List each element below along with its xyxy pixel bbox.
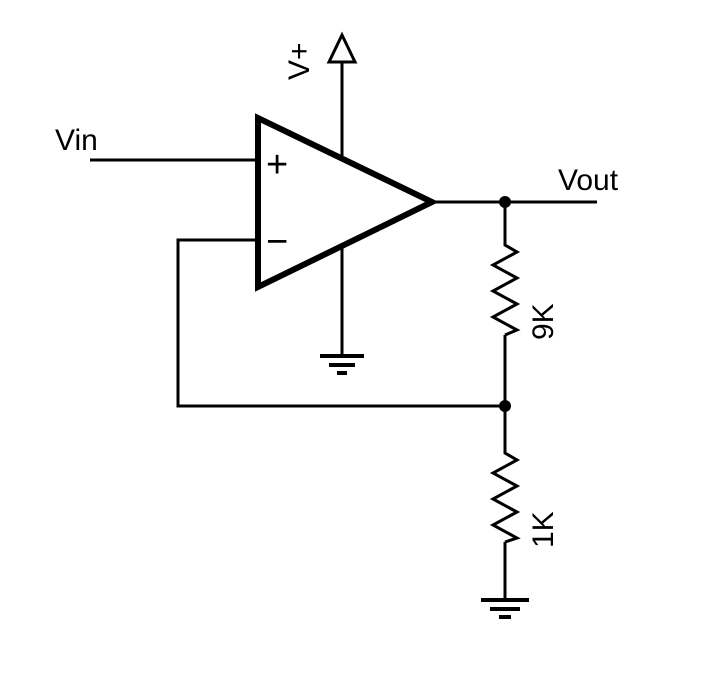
vout-label: Vout	[558, 164, 619, 197]
opamp-triangle	[255, 113, 439, 292]
resistor-1k-label: 1K	[527, 511, 560, 548]
inverting-input-symbol: −	[266, 221, 288, 263]
divider-ground-icon	[481, 598, 529, 619]
resistor-9k-zigzag	[489, 242, 521, 337]
noninverting-input-symbol: +	[266, 144, 288, 186]
vplus-label: V+	[283, 42, 316, 80]
feedback-junction-dot	[499, 400, 511, 412]
output-junction-dot	[499, 196, 511, 208]
opamp-ground-icon	[320, 354, 364, 375]
feedback-wire	[176, 238, 505, 408]
wires-group	[90, 60, 597, 600]
resistor-9k-label: 9K	[527, 303, 560, 340]
power-arrow-icon	[326, 31, 358, 64]
vin-label: Vin	[55, 124, 98, 157]
resistor-1k-zigzag	[489, 449, 521, 544]
ground-symbols-group	[320, 354, 529, 619]
